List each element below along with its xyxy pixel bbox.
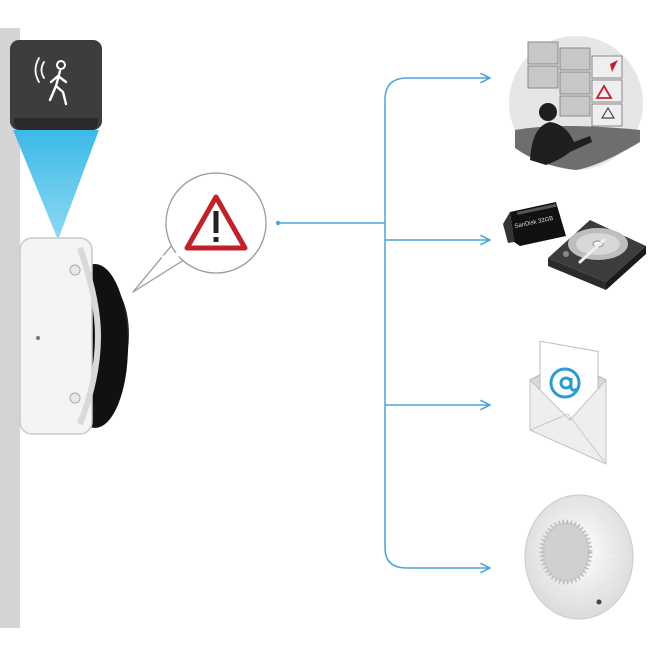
connector-lines <box>275 78 490 568</box>
hard-drive-icon <box>548 220 646 290</box>
email-notification-icon <box>529 340 607 465</box>
sd-card-icon: SanDisk 32GB <box>503 202 566 246</box>
detection-beam <box>13 130 99 240</box>
dome-camera <box>19 237 129 435</box>
warning-triangle-icon <box>184 194 248 251</box>
speaker-icon <box>524 494 634 620</box>
motion-detection-icon <box>10 40 102 130</box>
wall <box>0 28 20 628</box>
alert-bubble <box>132 172 267 293</box>
operator-monitoring-icon <box>509 36 643 170</box>
